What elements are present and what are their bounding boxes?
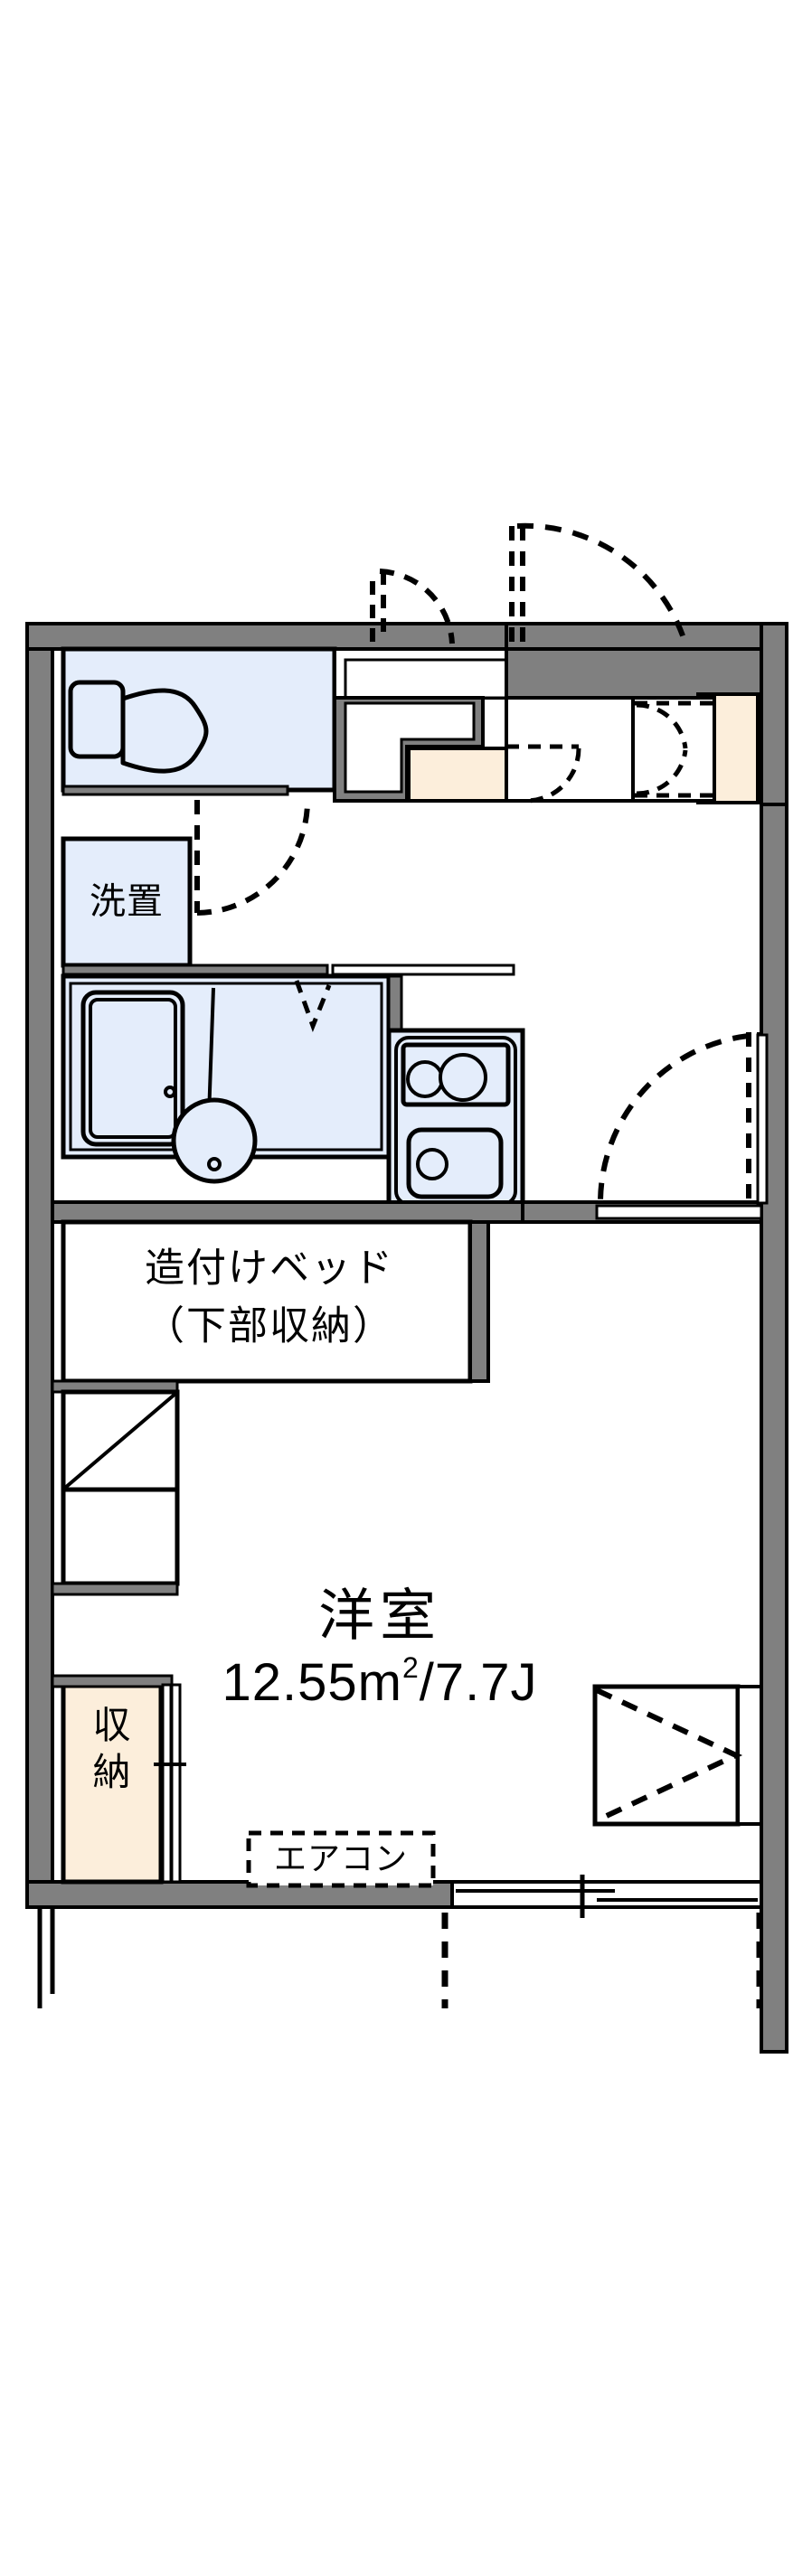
balcony-window-frame (450, 1880, 763, 1909)
genkan-closet-arc-upper (636, 702, 688, 749)
corridor-door[interactable] (370, 569, 455, 644)
entrance-area (370, 522, 788, 806)
shelf-rack (51, 1379, 180, 1596)
stove-burner-small (406, 1060, 444, 1098)
storage-door-panel-b (170, 1683, 182, 1884)
toilet-cistern (68, 680, 126, 759)
kitchen-counter (386, 1028, 525, 1214)
hall-closet-door[interactable] (506, 744, 581, 804)
toilet-partition (61, 785, 289, 796)
stove-burner-large (439, 1053, 487, 1102)
side-window[interactable] (756, 1033, 769, 1205)
storage-closet-label-char: 収 (92, 1704, 131, 1746)
basin-counter-edge (207, 987, 215, 1117)
storage-door[interactable] (154, 1683, 186, 1884)
hall-room-divider (521, 1200, 763, 1224)
shelf-diagonal (63, 1392, 177, 1490)
main-room-area-text: 12.55m (222, 1653, 401, 1712)
hall-corridor (333, 647, 524, 803)
toilet-door-arc (196, 802, 310, 916)
bath-door-track (331, 964, 515, 976)
washer-space-label: 洗置 (90, 882, 164, 922)
storage-closet-header (51, 1674, 174, 1688)
shelf-rack-bottom-rail (51, 1582, 179, 1596)
exterior-dimension-marks (37, 1909, 55, 2008)
entrance-top-wall (505, 647, 763, 700)
bed-right-wall (468, 1220, 490, 1383)
air-conditioner-box (246, 1830, 436, 1888)
genkan-closet-arc-lower (636, 749, 688, 796)
genkan-closet-door[interactable] (631, 696, 716, 803)
corridor-door-arc (379, 569, 455, 644)
washer-space: 洗置 (61, 836, 193, 968)
hall-closet-arc (525, 747, 581, 804)
storage-closet-label-char: 納 (92, 1751, 131, 1793)
bath-entry-sill (61, 964, 329, 976)
storage-door-panel-a (161, 1683, 173, 1884)
wash-basin-drain (207, 1157, 222, 1171)
room-right-closet-box (592, 1684, 741, 1827)
balcony-outline (441, 1913, 763, 2008)
toilet-bowl-icon (120, 688, 209, 774)
air-conditioner-label: エアコン (274, 1840, 408, 1877)
bath-unit (61, 964, 515, 1184)
bathtub-inner (89, 998, 177, 1139)
genkan-closet-box (631, 696, 716, 803)
toilet-door[interactable] (194, 800, 310, 916)
entrance-door-arc (516, 522, 688, 644)
wall-bottom-left (25, 1880, 454, 1909)
kitchen-sink-drain (416, 1148, 448, 1180)
room-door-threshold (595, 1204, 763, 1220)
room-right-closet-hinge-marks (595, 1688, 743, 1823)
main-room-label: 洋室 (318, 1584, 441, 1647)
main-room-area-label: 12.55m2/7.7J (222, 1651, 537, 1712)
bath-door-folding-marks (294, 980, 332, 1033)
entrance-door[interactable] (509, 522, 688, 644)
toilet-room (61, 646, 337, 796)
room-right-closet[interactable] (592, 1684, 763, 1827)
wall-top-right (505, 622, 788, 651)
shelf-lower (61, 1487, 180, 1586)
washer-space-floor (61, 836, 193, 968)
main-room-area-tail: /7.7J (420, 1653, 538, 1712)
main-room-area-exponent: 2 (402, 1651, 420, 1684)
built-in-bed-sub-label: （下部収納） (145, 1304, 394, 1349)
corridor-top-inner (344, 658, 508, 700)
side-window-frame (756, 1033, 769, 1205)
wall-left (25, 622, 54, 1909)
bed-area: 造付けベッド （下部収納） (51, 1200, 524, 1384)
air-conditioner: エアコン (246, 1830, 436, 1888)
wash-basin-icon (171, 1097, 258, 1184)
storage-closet: 収納 (51, 1674, 186, 1885)
bed-top-wall (51, 1200, 524, 1224)
balcony-sliding-window[interactable] (450, 1875, 763, 1918)
hall-step-wall-inner (344, 701, 476, 794)
entrance-right-wall (760, 622, 788, 806)
built-in-bed-label: 造付けベッド (145, 1246, 394, 1291)
wall-right (760, 622, 788, 2054)
wall-top-left (25, 622, 517, 651)
storage-closet-label-line1: 収納 (92, 1704, 131, 1793)
bathtub-drain (164, 1086, 176, 1098)
genkan-step-tile (407, 747, 517, 803)
built-in-bed-outline (61, 1219, 473, 1384)
western-room: 洋室 12.55m2/7.7J (222, 1584, 537, 1712)
room-door-arc (598, 1033, 750, 1203)
